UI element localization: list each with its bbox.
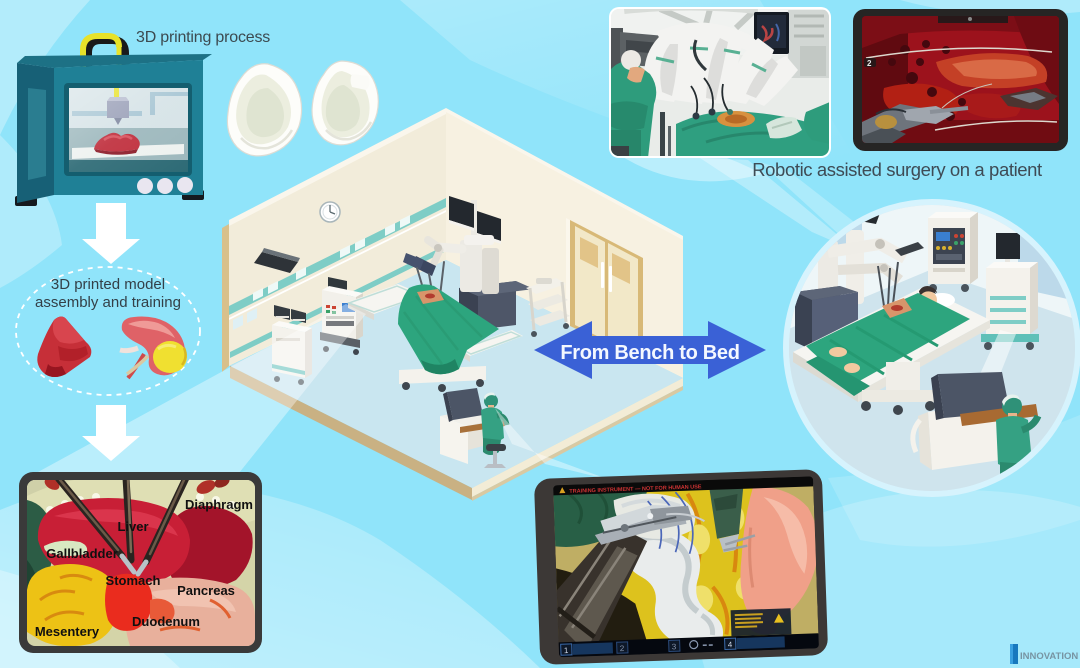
svg-text:From Bench to Bed: From Bench to Bed xyxy=(560,342,739,364)
svg-text:Mesentery: Mesentery xyxy=(35,624,100,639)
svg-text:Stomach: Stomach xyxy=(106,573,161,588)
svg-text:3: 3 xyxy=(672,642,677,651)
svg-text:TRAINING INSTRUMENT — NOT FO: TRAINING INSTRUMENT — NOT FOR HUMAN USE xyxy=(569,484,702,495)
svg-text:1: 1 xyxy=(564,646,569,655)
svg-text:Pancreas: Pancreas xyxy=(177,583,235,598)
svg-text:Robotic assisted surgery on a: Robotic assisted surgery on a patient xyxy=(752,159,1042,180)
svg-text:assembly and training: assembly and training xyxy=(35,294,181,311)
svg-text:Duodenum: Duodenum xyxy=(132,614,200,629)
svg-text:Liver: Liver xyxy=(117,519,148,534)
svg-text:3D printed model: 3D printed model xyxy=(51,276,165,293)
svg-text:4: 4 xyxy=(728,640,733,649)
svg-text:Diaphragm: Diaphragm xyxy=(185,497,253,512)
svg-text:INNOVATION: INNOVATION xyxy=(1020,651,1078,662)
svg-text:2: 2 xyxy=(867,59,872,68)
svg-text:2: 2 xyxy=(620,644,625,653)
svg-text:3D printing process: 3D printing process xyxy=(136,29,270,46)
svg-text:Gallbladder: Gallbladder xyxy=(46,546,118,561)
